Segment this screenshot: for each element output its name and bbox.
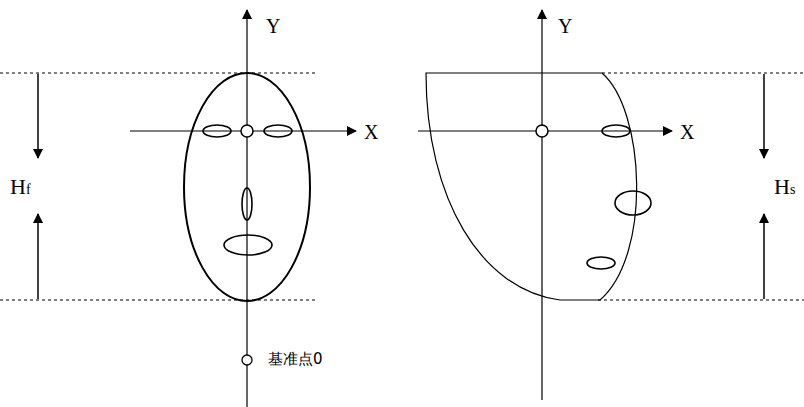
axis-label: Y <box>558 16 572 36</box>
axis-label: Y <box>266 16 280 36</box>
legend-text: 基准点0 <box>268 352 323 367</box>
legend-sample <box>242 355 252 365</box>
dimension-label: Hf <box>10 176 31 198</box>
axis-label: X <box>364 122 378 142</box>
dimension-label: Hs <box>774 176 795 198</box>
axis-label: X <box>680 122 694 142</box>
